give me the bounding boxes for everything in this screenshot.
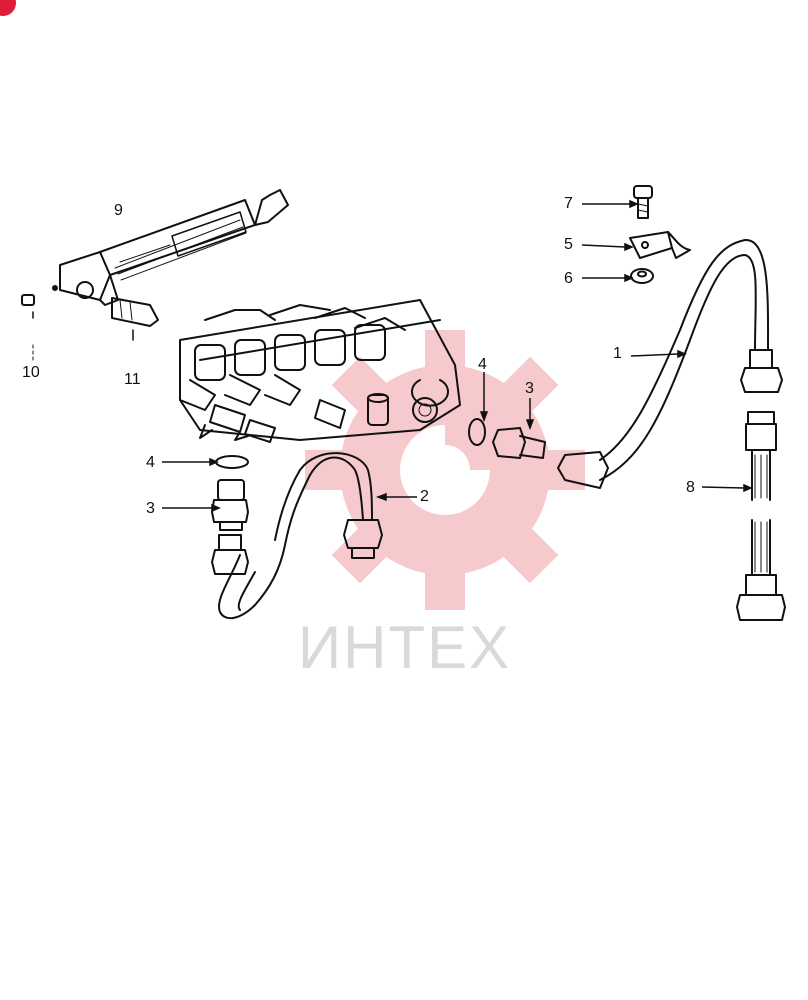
o-ring-4-left [215,455,249,469]
watermark-gear-logo [305,330,585,610]
plug-10 [21,294,35,306]
callout-3-right: 3 [525,380,534,397]
corner-badge [0,0,16,16]
callout-3-left: 3 [146,500,155,517]
callout-6: 6 [564,270,573,287]
callout-7: 7 [564,195,573,212]
callout-10: 10 [22,364,40,381]
callout-5: 5 [564,236,573,253]
pipe-1 [557,238,783,489]
bolt-7 [633,185,653,219]
control-valve-block [179,299,461,443]
hose-assembly-9 [52,189,289,306]
callout-9: 9 [114,202,123,219]
callout-1: 1 [613,345,622,362]
callout-11: 11 [124,371,141,388]
o-ring-4-right [468,418,486,446]
nut-6 [630,268,654,284]
adapter-11 [111,297,159,327]
hose-8-braid [754,454,768,573]
callout-2: 2 [420,488,429,505]
callout-8: 8 [686,479,695,496]
adapter-3-right [492,427,546,459]
callout-4-left: 4 [146,454,155,471]
clamp-bracket-5 [629,231,691,259]
callout-4-right: 4 [478,356,487,373]
adapter-3-left [211,479,249,531]
leader-lines [162,199,753,513]
pipe-2 [211,452,383,620]
hose-braid-9 [114,219,247,281]
hose-8 [736,411,786,621]
watermark-text: ИНТЕХ [298,614,512,681]
